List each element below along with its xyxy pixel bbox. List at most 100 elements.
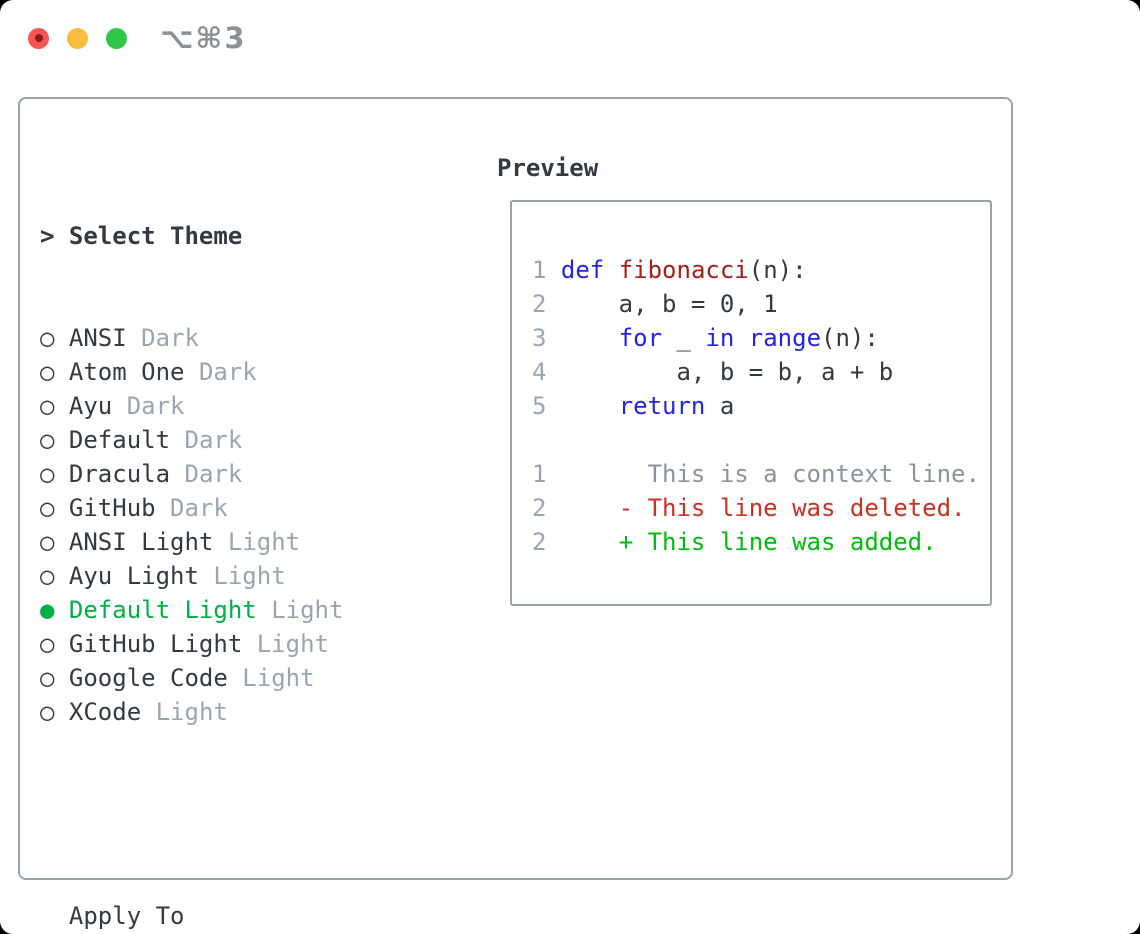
close-button[interactable] (28, 27, 49, 49)
option-variant-label: Light (227, 528, 301, 556)
theme-dialog: >Select Theme ○ANSI Dark○Atom One Dark○A… (18, 97, 1013, 930)
unsaved-dot-icon (34, 34, 43, 42)
theme-option[interactable]: ○Ayu Light Light (40, 559, 445, 593)
theme-option[interactable]: ○GitHub Light Light (40, 627, 445, 661)
theme-option[interactable]: ○ ANSI Light Light (40, 525, 445, 559)
theme-option[interactable]: ● Default Light Light (40, 593, 445, 627)
code-token: a, b = 0, 1 (546, 290, 778, 318)
line-number: 2 (532, 290, 547, 318)
code-line: 2 + This line was added. (532, 525, 990, 559)
code-token: def (560, 256, 605, 284)
option-variant-label: Dark (141, 324, 199, 352)
option-variant-label: Light (213, 562, 286, 590)
code-token (546, 324, 618, 352)
code-token: range (748, 324, 822, 352)
code-line: 2 - This line was deleted. (532, 491, 990, 525)
theme-selector-pane: >Select Theme ○ANSI Dark○Atom One Dark○A… (40, 151, 445, 934)
code-token: return (618, 392, 706, 420)
code-line: 1 def fibonacci(n): (532, 253, 990, 287)
option-variant-label: Dark (184, 426, 243, 454)
theme-option[interactable]: ○ Google Code Light (40, 661, 445, 695)
line-number: 3 (532, 324, 547, 352)
select-theme-header: > Select Theme (40, 219, 445, 253)
option-label: Atom One (68, 358, 185, 386)
line-number: 1 (532, 460, 547, 488)
option-label: Default Light (68, 596, 257, 624)
apply-to-header: Apply To (40, 899, 445, 933)
code-token: (n): (821, 324, 879, 352)
code-token: (n): (748, 256, 807, 284)
code-token: _ (662, 324, 706, 352)
select-theme-title: Select Theme (68, 222, 243, 250)
option-label: XCode (68, 698, 142, 726)
option-label: Google Code (68, 664, 228, 692)
theme-option[interactable]: ○ Default Dark (40, 423, 445, 457)
spacer (40, 797, 445, 831)
option-label: Default (68, 426, 171, 454)
code-token: fibonacci (618, 256, 749, 284)
option-variant-label: Dark (170, 494, 228, 522)
line-number: 5 (532, 392, 547, 420)
radio-unselected-icon: ○ (40, 460, 55, 488)
line-number: 1 (532, 256, 547, 284)
traffic-lights (28, 27, 127, 49)
code-token: This is a context line. (546, 460, 980, 488)
radio-unselected-icon: ○ (40, 528, 55, 556)
preview-title: Preview (497, 154, 599, 182)
focus-caret-icon: > (40, 222, 55, 250)
code-token: a, b = b, a + b (546, 358, 894, 386)
radio-unselected-icon: ○ (40, 324, 55, 352)
option-variant-label: Light (256, 630, 329, 658)
radio-unselected-icon: ○ (40, 664, 55, 692)
line-number: 4 (532, 358, 547, 386)
window-titlebar: ⌥⌘3 (0, 0, 1140, 76)
code-token: a (705, 392, 735, 420)
code-token (546, 256, 560, 284)
theme-option[interactable]: ○ Atom One Dark (40, 355, 445, 389)
code-line: 1 This is a context line. (532, 457, 990, 491)
code-token (604, 256, 618, 284)
option-variant-label: Light (242, 664, 315, 692)
theme-option[interactable]: ○XCode Light (40, 695, 445, 729)
theme-option[interactable]: ○ Dracula Dark (40, 457, 445, 491)
line-number: 2 (532, 528, 547, 556)
minimize-button[interactable] (67, 27, 88, 49)
option-label: Ayu (68, 392, 113, 420)
theme-options-list: ○ ANSI Dark ○ Atom One Dark ○ Ayu Dark ○ Defaul… (40, 321, 445, 729)
option-variant-label: Dark (198, 358, 257, 386)
radio-selected-icon: ● (40, 596, 55, 624)
maximize-button[interactable] (106, 27, 127, 49)
radio-unselected-icon: ○ (40, 562, 55, 590)
theme-option[interactable]: ○ GitHub Dark (40, 491, 445, 525)
option-label: Dracula (68, 460, 171, 488)
option-label: GitHub Light (68, 630, 243, 658)
code-token (546, 392, 618, 420)
theme-option[interactable]: ○ ANSI Dark (40, 321, 445, 355)
code-token (546, 494, 618, 522)
option-label: ANSI (68, 324, 127, 352)
line-number: 2 (532, 494, 547, 522)
marker-blank (40, 899, 69, 933)
radio-unselected-icon: ○ (40, 494, 55, 522)
option-variant-label: Light (155, 698, 228, 726)
radio-unselected-icon: ○ (40, 426, 55, 454)
apply-to-title: Apply To (68, 902, 185, 930)
radio-unselected-icon: ○ (40, 392, 55, 420)
code-token: + This line was added. (618, 528, 937, 556)
option-variant-label: Dark (126, 392, 185, 420)
code-line: 2 a, b = 0, 1 (532, 287, 990, 321)
window-title: ⌥⌘3 (160, 21, 247, 55)
code-line: 5 return a (532, 389, 990, 423)
theme-option[interactable]: ○ Ayu Dark (40, 389, 445, 423)
code-token (546, 528, 618, 556)
code-token (734, 324, 748, 352)
option-label: ANSI Light (68, 528, 214, 556)
radio-unselected-icon: ○ (40, 358, 55, 386)
code-token: in (705, 324, 735, 352)
option-variant-label: Light (271, 596, 344, 624)
option-label: GitHub (68, 494, 156, 522)
option-variant-label: Dark (184, 460, 243, 488)
